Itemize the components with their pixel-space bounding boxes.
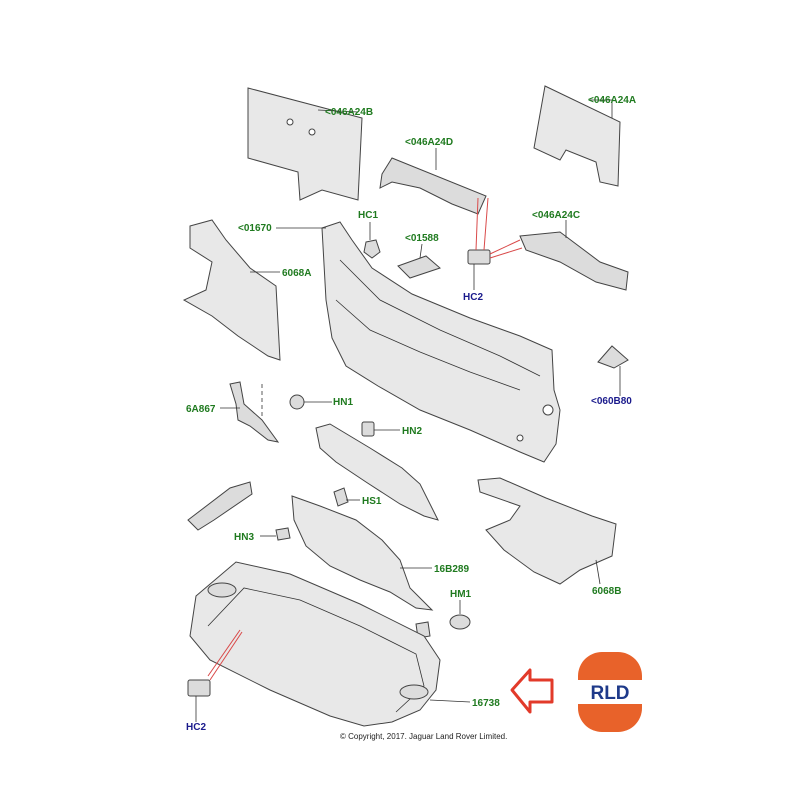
label-046A24A: <046A24A	[588, 95, 636, 106]
part-01670	[276, 221, 561, 463]
part-6A867	[220, 381, 280, 443]
arrow-left-outline-icon	[510, 668, 554, 714]
label-16B289: 16B289	[434, 564, 469, 575]
label-046A24C: <046A24C	[532, 210, 580, 221]
part-HS1	[333, 487, 360, 507]
part-01588	[397, 243, 441, 279]
label-HC1: HC1	[358, 210, 378, 221]
label-060B80: <060B80	[591, 396, 632, 407]
part-HC2-top	[467, 197, 523, 290]
part-HC1	[363, 222, 381, 259]
label-01588: <01588	[405, 233, 439, 244]
label-HM1: HM1	[450, 589, 472, 600]
copyright-notice: © Copyright, 2017. Jaguar Land Rover Lim…	[340, 732, 508, 741]
part-left-bracket	[187, 481, 253, 531]
part-HM1	[449, 600, 471, 630]
part-HN2	[361, 421, 400, 437]
label-046A24B: <046A24B	[325, 107, 373, 118]
label-HS1: HS1	[362, 496, 382, 507]
label-6A867: 6A867	[186, 404, 216, 415]
part-046A24B	[247, 87, 363, 201]
part-HC2-bottom	[187, 679, 211, 722]
part-060B80	[597, 345, 629, 396]
label-046A24D: <046A24D	[405, 137, 453, 148]
part-046A24C	[519, 220, 629, 291]
part-HN1	[289, 394, 332, 410]
label-6068B: 6068B	[592, 586, 621, 597]
part-16738	[189, 561, 471, 727]
label-HN3: HN3	[234, 532, 254, 543]
part-dash-insulator	[315, 423, 439, 521]
logo-text: RLD	[590, 683, 629, 704]
part-HN3	[260, 527, 291, 541]
part-6068A	[182, 219, 281, 361]
rld-logo: RLD	[578, 652, 642, 732]
part-16B289	[291, 495, 434, 611]
label-16738: 16738	[472, 698, 500, 709]
part-046A24A	[533, 85, 621, 187]
label-HN1: HN1	[333, 397, 353, 408]
label-HC2-bottom: HC2	[186, 722, 206, 733]
part-046A24D	[379, 148, 487, 215]
label-01670: <01670	[238, 223, 272, 234]
part-6068B	[477, 477, 617, 585]
label-HN2: HN2	[402, 426, 422, 437]
label-6068A: 6068A	[282, 268, 311, 279]
label-HC2-top: HC2	[463, 292, 483, 303]
